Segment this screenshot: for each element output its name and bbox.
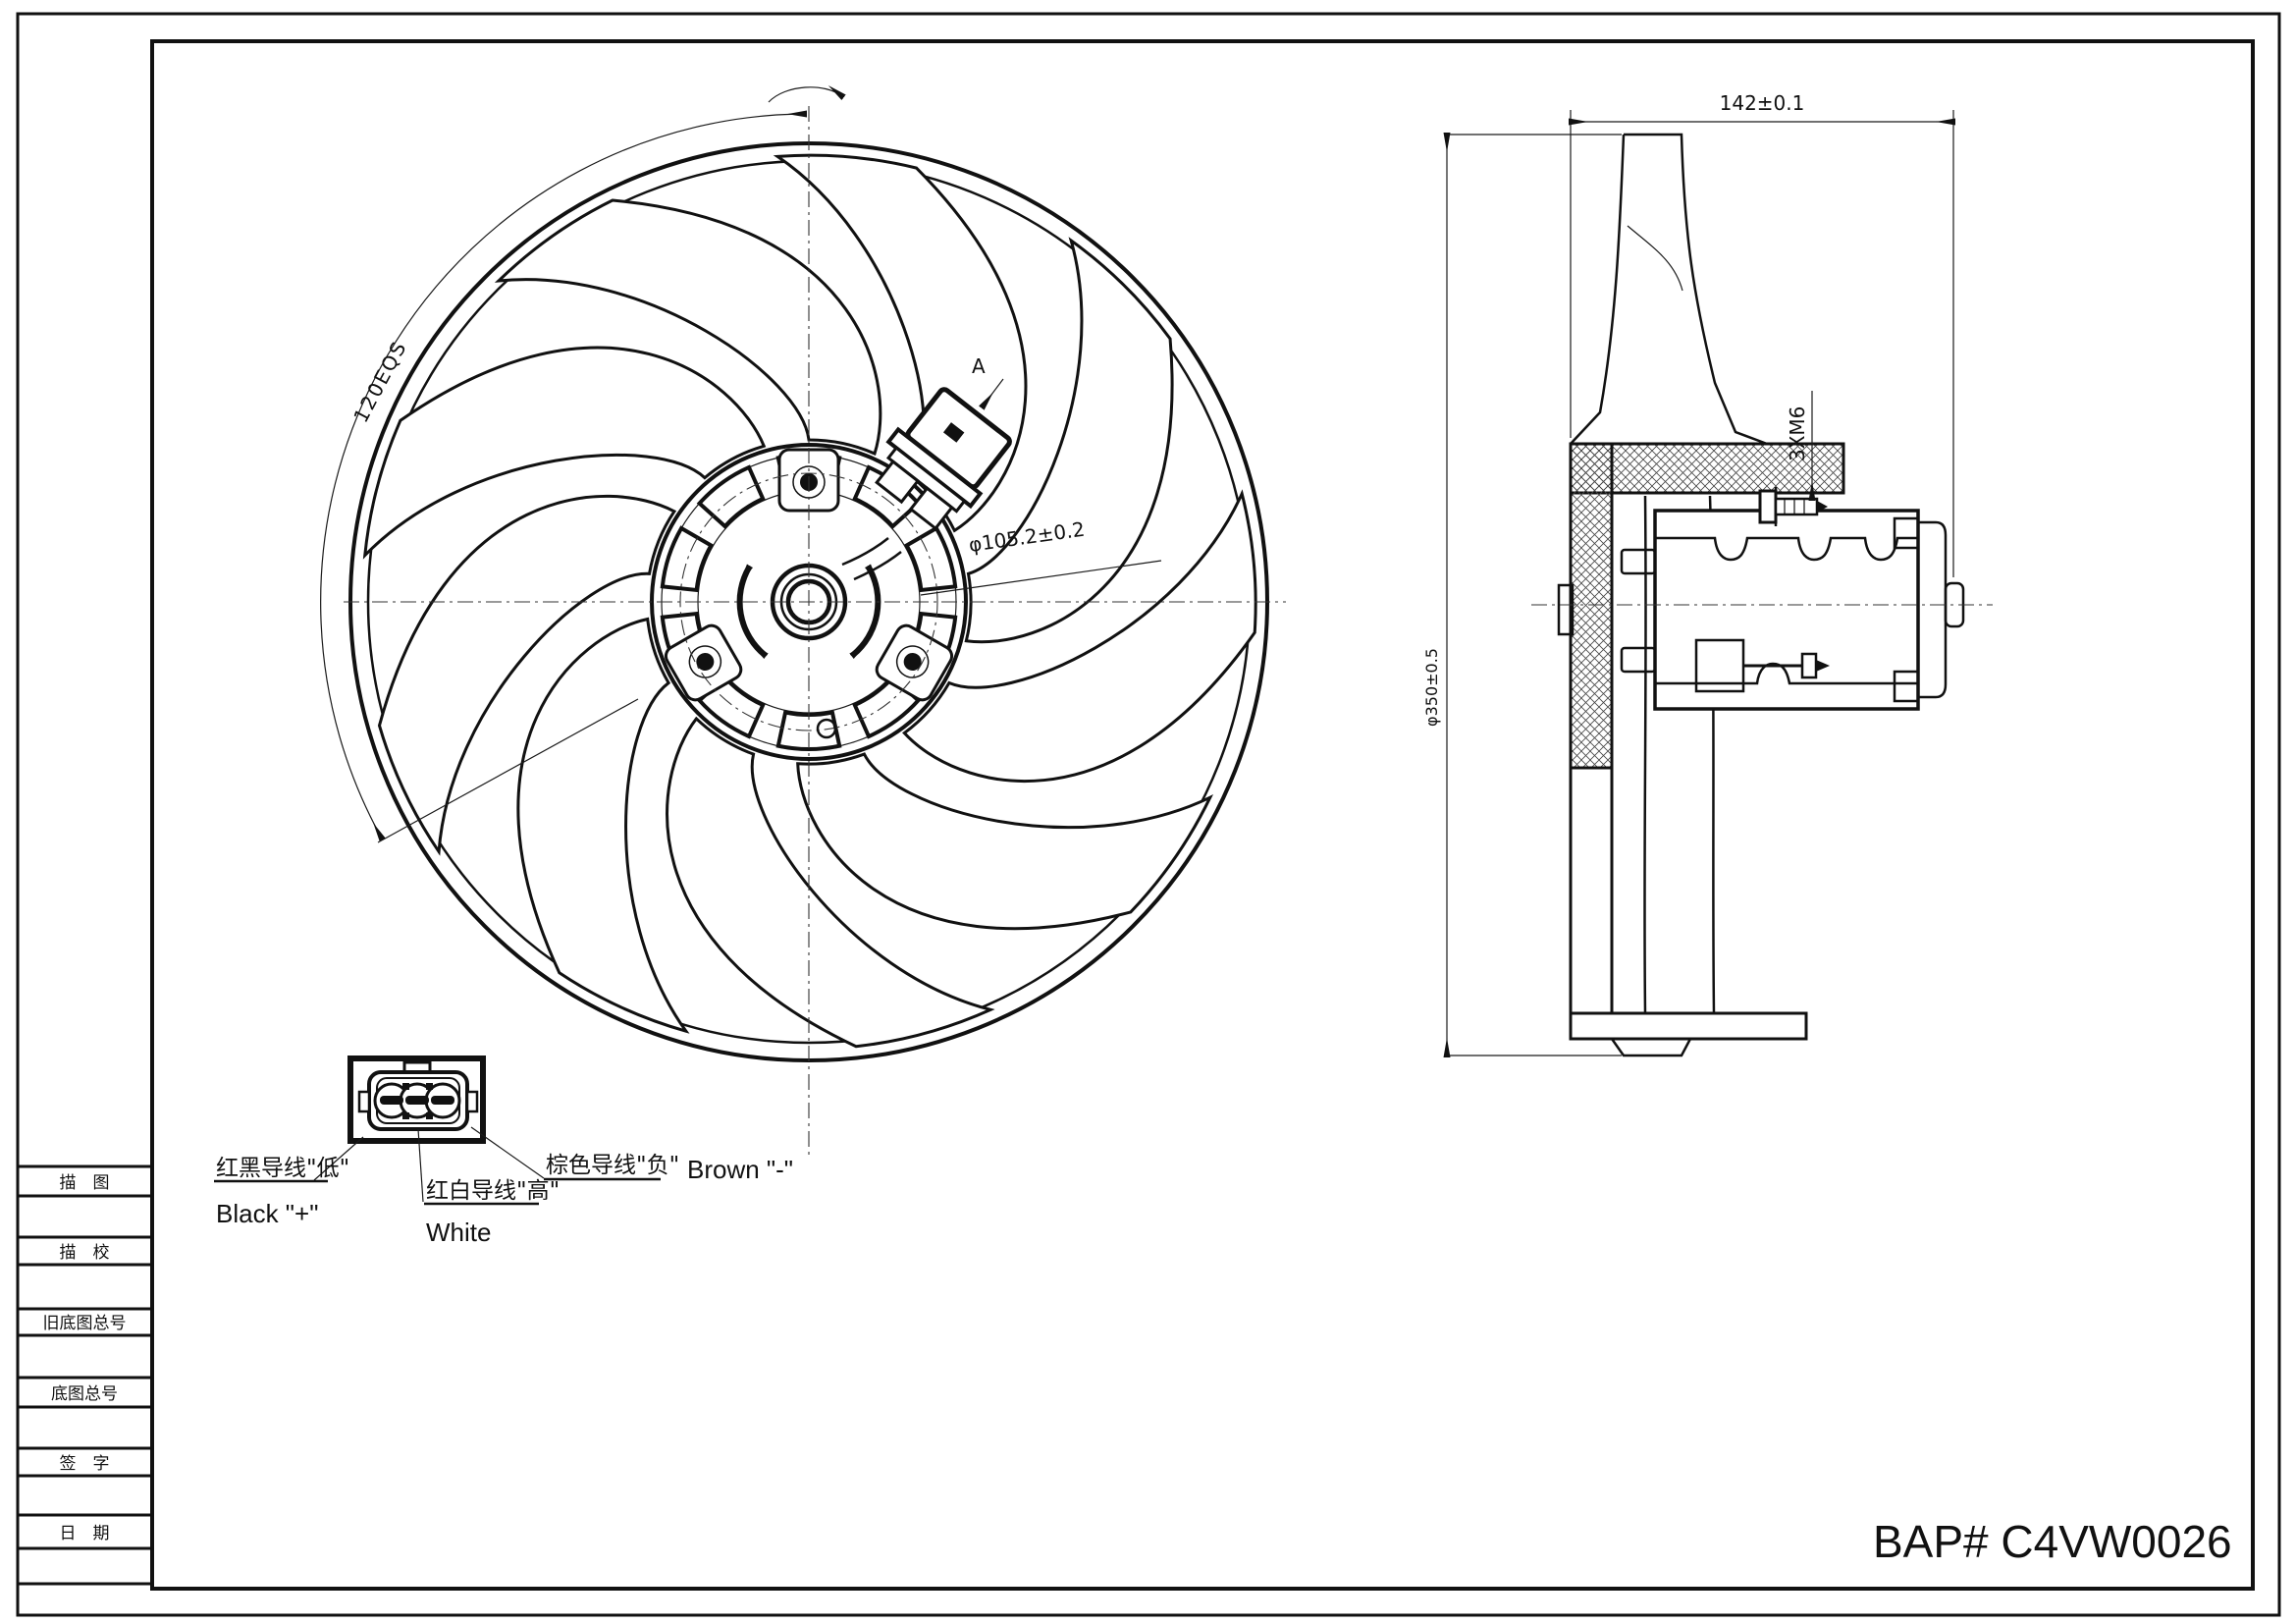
pin-high-cn-label: 红白导线"高" xyxy=(426,1178,560,1204)
pin-neg-cn-label: 棕色导线"负" xyxy=(546,1153,679,1178)
shaft-front-end xyxy=(1557,583,1575,636)
outer-border xyxy=(16,12,2281,1617)
angular-dimension-radial xyxy=(377,698,639,843)
tb-row-trace-check: 描 校 xyxy=(60,1243,110,1263)
tb-row-master-no: 底图总号 xyxy=(51,1384,118,1404)
front-view: A φ105.2±0.2 120EQS xyxy=(311,84,1313,1157)
hub-section-front-wall xyxy=(1569,442,1614,770)
title-block-sidebar xyxy=(18,1164,152,1586)
detail-ref-leader-arrow xyxy=(979,378,1004,410)
bolt-callout-text: 3XM6 xyxy=(1786,406,1809,461)
connector-wires xyxy=(841,537,902,581)
bolt-spacing-text: 120EQS xyxy=(348,337,411,427)
part-number: BAP# C4VW0026 xyxy=(1873,1516,2232,1567)
pin-high-en-label: White xyxy=(426,1218,491,1247)
motor-end-cap xyxy=(1918,520,1948,699)
blade-profile-top xyxy=(1570,133,1768,446)
tb-row-signature: 签 字 xyxy=(60,1454,110,1474)
title-block-labels: 描 图 描 校 旧底图总号 底图总号 签 字 日 期 xyxy=(43,1173,127,1543)
connector-pins xyxy=(373,1082,461,1119)
motor-spring-clips-bottom xyxy=(1655,662,1918,685)
rotation-direction-arrow-icon xyxy=(768,84,846,103)
shroud-bottom-cap xyxy=(1569,1011,1808,1041)
motor-spring-clips-top xyxy=(1655,536,1918,562)
tb-row-date: 日 期 xyxy=(60,1524,110,1543)
diameter-dimension-text: φ350±0.5 xyxy=(1422,648,1441,727)
tb-row-old-master-no: 旧底图总号 xyxy=(43,1314,127,1333)
shroud-lower-wall xyxy=(1569,766,1614,1018)
tb-row-tracing: 描 图 xyxy=(60,1173,110,1193)
angular-dimension-arc xyxy=(320,110,808,842)
motor-section xyxy=(1557,509,1965,711)
pin-low-cn-label: 红黑导线"低" xyxy=(216,1156,349,1181)
side-view: 3XM6 142±0.1 φ350±0.5 xyxy=(1422,91,1993,1057)
detail-ref-label: A xyxy=(972,354,986,378)
fan-connector-plug xyxy=(875,387,1012,531)
width-dimension-text: 142±0.1 xyxy=(1720,91,1805,115)
inner-border xyxy=(150,39,2255,1591)
hub-dim-leader xyxy=(920,560,1162,596)
diameter-dimension: φ350±0.5 xyxy=(1422,133,1622,1057)
m6-bolt xyxy=(1758,487,1828,526)
pin-neg-en-label: Brown "-" xyxy=(687,1155,793,1184)
width-dimension: 142±0.1 xyxy=(1569,91,1955,577)
pin-low-en-label: Black "+" xyxy=(216,1199,318,1228)
hub-small-hole xyxy=(816,718,837,739)
connector-detail: 红黑导线"低" Black "+" 红白导线"高" White 棕色导线"负" … xyxy=(214,1056,793,1247)
spring-clip-arrow-right xyxy=(849,564,881,659)
blade-profile-bottom xyxy=(1610,1038,1692,1057)
